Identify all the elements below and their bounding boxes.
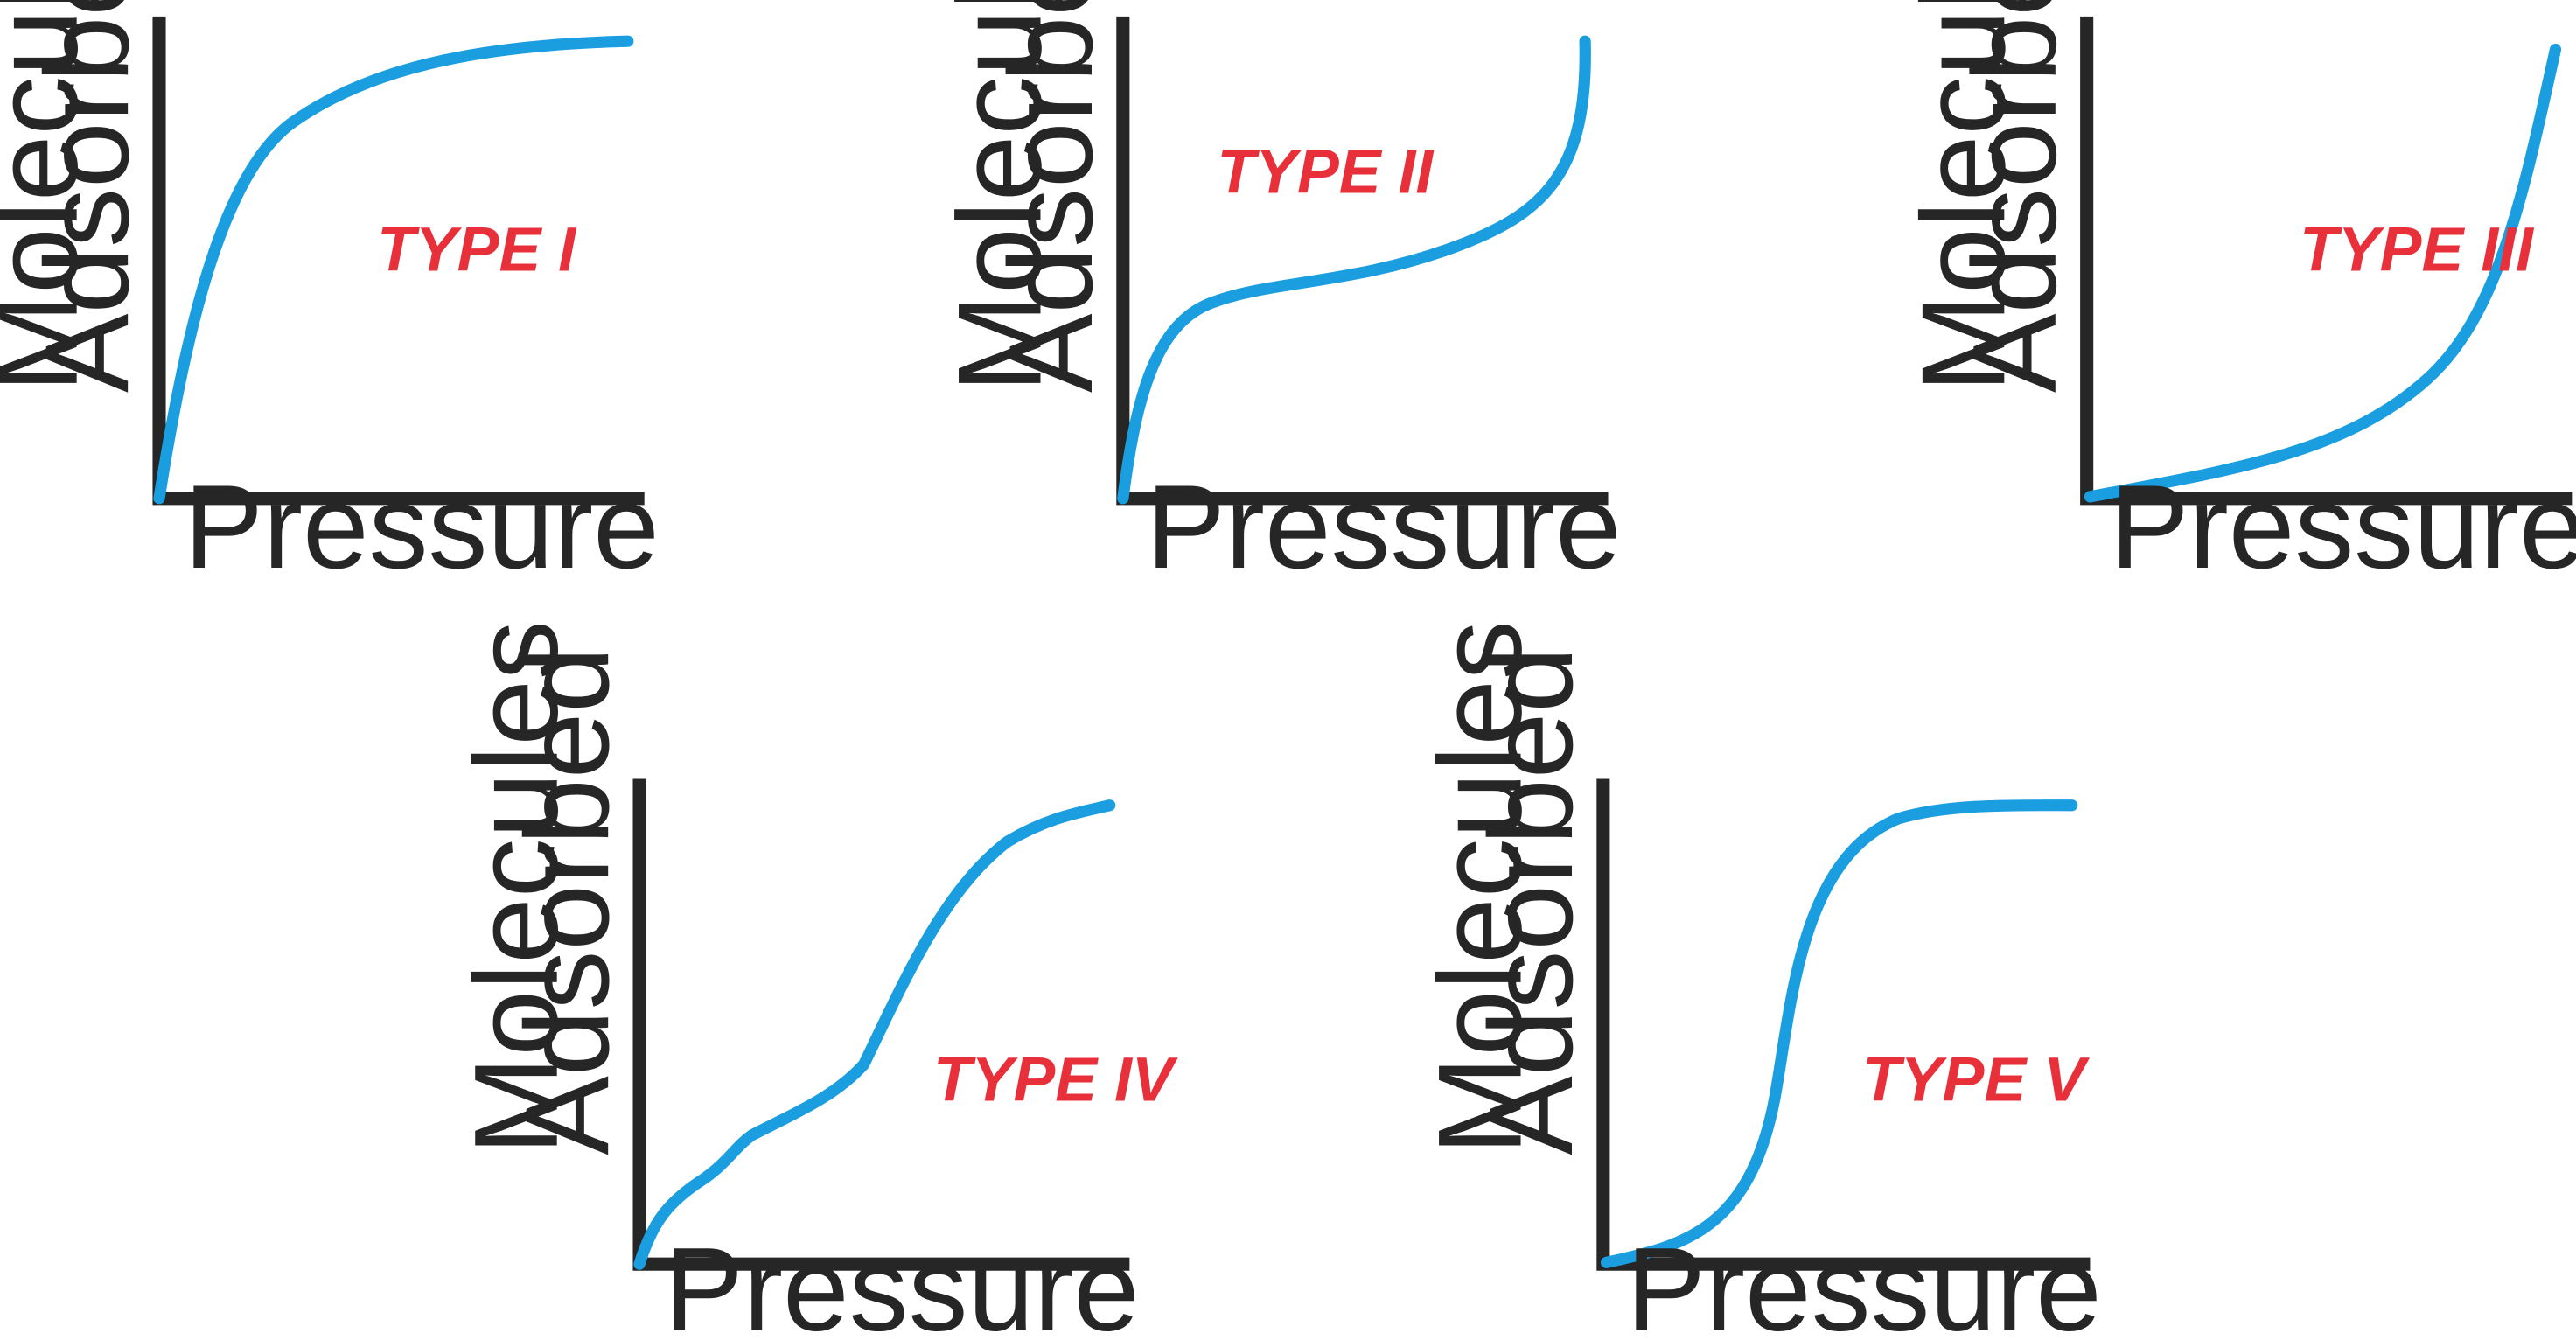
type-label: TYPE V bbox=[1862, 1044, 2090, 1114]
y-axis-label-line2: Adsorbed bbox=[1464, 646, 1597, 1155]
y-axis-label-line1: Molecules bbox=[1896, 0, 2029, 393]
y-axis-label-line2: Adsorbed bbox=[984, 0, 1117, 393]
isotherm-curve bbox=[633, 799, 1116, 1270]
type-label: TYPE IV bbox=[933, 1044, 1178, 1114]
type-label: TYPE I bbox=[377, 214, 577, 284]
x-axis-label: Pressure bbox=[2110, 460, 2576, 593]
panel-type-2: Molecules Adsorbed Pressure TYPE II bbox=[932, 0, 1621, 593]
isotherm-curve bbox=[1117, 35, 1591, 505]
axes bbox=[1116, 16, 1609, 506]
panel-type-4: Molecules Adsorbed Pressure TYPE IV bbox=[450, 620, 1178, 1340]
isotherm-curve bbox=[2084, 43, 2562, 503]
y-axis-label-line1: Molecules bbox=[1414, 620, 1546, 1155]
y-axis-label-line2: Adsorbed bbox=[1948, 0, 2081, 393]
isotherm-curve bbox=[1601, 799, 2078, 1268]
panel-type-1: Molecules Adsorbed Pressure TYPE I bbox=[0, 0, 660, 593]
type-label: TYPE II bbox=[1217, 137, 1435, 207]
x-axis-label: Pressure bbox=[1626, 1223, 2102, 1340]
panel-type-3: Molecules Adsorbed Pressure TYPE III bbox=[1896, 0, 2576, 593]
isotherm-curve bbox=[153, 35, 634, 505]
x-axis-label: Pressure bbox=[1146, 460, 1622, 593]
panel-type-5: Molecules Adsorbed Pressure TYPE V bbox=[1414, 620, 2102, 1340]
type-label: TYPE III bbox=[2300, 214, 2535, 284]
y-axis-label-line2: Adsorbed bbox=[20, 0, 153, 393]
x-axis-label: Pressure bbox=[184, 460, 660, 593]
y-axis-label-line1: Molecules bbox=[450, 620, 583, 1155]
y-axis-label-line1: Molecules bbox=[932, 0, 1065, 393]
x-axis-label: Pressure bbox=[664, 1223, 1140, 1340]
y-axis-label-line2: Adsorbed bbox=[500, 646, 633, 1155]
y-axis-label-line1: Molecules bbox=[0, 0, 102, 393]
